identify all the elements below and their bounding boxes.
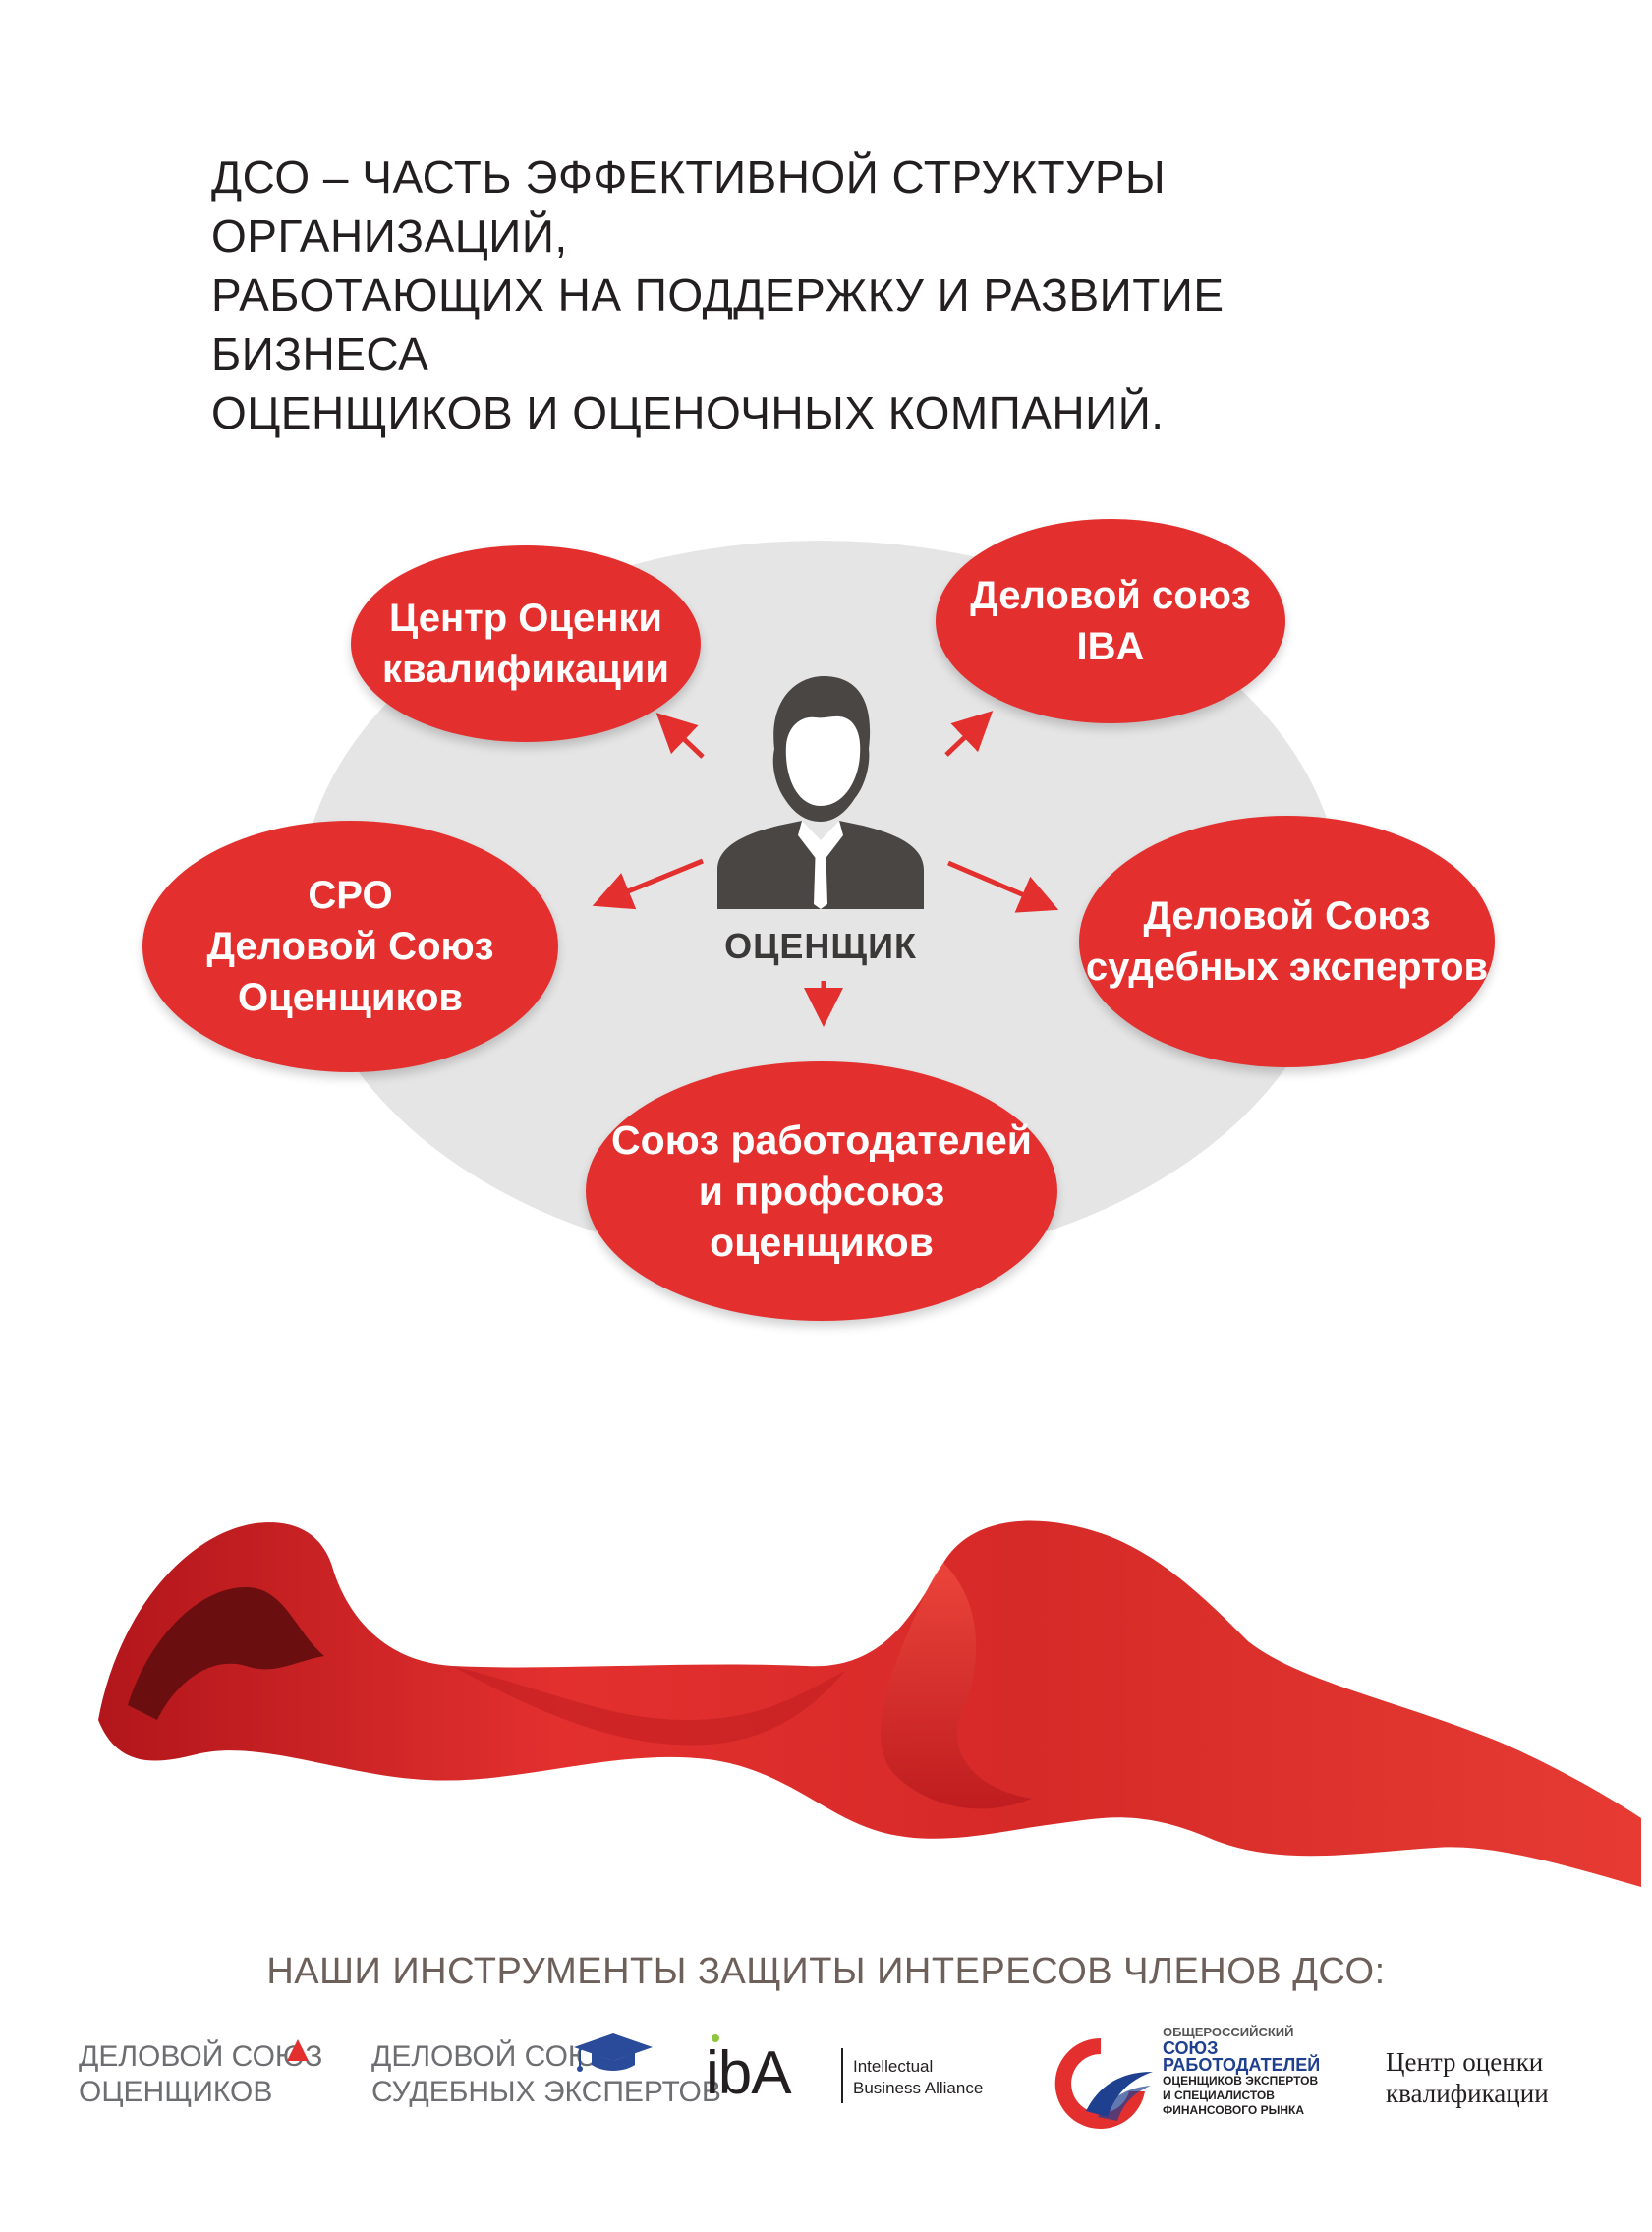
arrow-to-left [592, 858, 704, 910]
bubble-line: Деловой Союз [1143, 894, 1431, 938]
union-text: ОБЩЕРОССИЙСКИЙ СОЮЗ РАБОТОДАТЕЛЕЙ ОЦЕНЩИ… [1163, 2025, 1320, 2118]
graduation-cap-icon [574, 2033, 653, 2072]
footer-title: НАШИ ИНСТРУМЕНТЫ ЗАЩИТЫ ИНТЕРЕСОВ ЧЛЕНОВ… [266, 1951, 1386, 1992]
logo-line: Business Alliance [853, 2079, 984, 2097]
logo-line: ОЦЕНЩИКОВ [79, 2076, 273, 2108]
logo-line: ОБЩЕРОССИЙСКИЙ [1163, 2025, 1294, 2039]
arrows [592, 711, 1059, 1027]
union-emblem-icon [1054, 2037, 1153, 2129]
page-headline: ДСО – ЧАСТЬ ЭФФЕКТИВНОЙ СТРУКТУРЫ ОРГАНИ… [211, 147, 1391, 442]
arrow-to-top-left [655, 713, 705, 759]
bubble-line: квалификации [382, 648, 669, 691]
headline-line: ОЦЕНЩИКОВ И ОЦЕНОЧНЫХ КОМПАНИЙ. [211, 387, 1165, 438]
iba-dot-icon [712, 2034, 719, 2042]
bubble-line: судебных экспертов [1085, 945, 1489, 989]
iba-text: Intellectual Business Alliance [853, 2056, 983, 2099]
bubble-line: Оценщиков [238, 976, 463, 1019]
logo-business-union-appraisers: ДЕЛОВОЙ СОЮЗ ОЦЕНЩИКОВ [79, 2039, 322, 2110]
headline-line: ДСО – ЧАСТЬ ЭФФЕКТИВНОЙ СТРУКТУРЫ ОРГАНИ… [211, 151, 1167, 261]
logo-qualification-center: Центр оценки квалификации [1386, 2046, 1549, 2109]
bubble-qualification-center: Центр Оценки квалификации [351, 545, 701, 742]
iba-mark: ibA [706, 2039, 792, 2107]
bubble-line: и профсоюз оценщиков [698, 1169, 945, 1265]
bubble-line: СРО [308, 874, 393, 917]
bubble-line: Союз работодателей [611, 1117, 1032, 1163]
headline-line: РАБОТАЮЩИХ НА ПОДДЕРЖКУ И РАЗВИТИЕ БИЗНЕ… [211, 269, 1225, 379]
organization-diagram: Центр Оценки квалификации Деловой союз I… [0, 491, 1652, 1376]
logo-iba: ibA Intellectual Business Alliance [706, 2032, 1000, 2121]
bubble-line: IBA [1076, 625, 1145, 668]
logo-line: СОЮЗ [1163, 2038, 1219, 2058]
logo-line: ОЦЕНЩИКОВ ЭКСПЕРТОВ [1163, 2074, 1319, 2088]
bubble-employers-union: Союз работодателей и профсоюз оценщиков [586, 1061, 1057, 1321]
bubble-line: Деловой союз [970, 574, 1251, 617]
triangle-icon [287, 2039, 309, 2061]
logo-employers-union: ОБЩЕРОССИЙСКИЙ СОЮЗ РАБОТОДАТЕЛЕЙ ОЦЕНЩИ… [1047, 2025, 1341, 2133]
bubble-iba-union: Деловой союз IBA [936, 519, 1285, 723]
logo-line: СУДЕБНЫХ ЭКСПЕРТОВ [371, 2076, 721, 2108]
arrow-to-top-right [944, 711, 994, 757]
logo-line: квалификации [1386, 2079, 1549, 2108]
logo-line: И СПЕЦИАЛИСТОВ [1163, 2089, 1275, 2102]
logo-line: ДЕЛОВОЙ СОЮЗ [79, 2040, 323, 2073]
logo-line: ДЕЛОВОЙ СОЮЗ [371, 2040, 616, 2073]
bubble-forensic-experts: Деловой Союз судебных экспертов [1079, 816, 1495, 1067]
logo-line: Центр оценки [1386, 2047, 1544, 2077]
bubble-line: Центр Оценки [389, 597, 662, 640]
bubble-line: Деловой Союз [206, 925, 494, 968]
iba-divider [841, 2048, 843, 2103]
arrow-to-right [947, 860, 1059, 913]
logo-business-union-forensic: ДЕЛОВОЙ СОЮЗ СУДЕБНЫХ ЭКСПЕРТОВ [371, 2033, 721, 2110]
red-fabric-ribbon [98, 1520, 1641, 1887]
center-label: ОЦЕНЩИК [724, 926, 917, 966]
bubble-sro-appraisers: СРО Деловой Союз Оценщиков [142, 821, 558, 1072]
logo-line: РАБОТОДАТЕЛЕЙ [1163, 2055, 1321, 2075]
person-icon [717, 676, 924, 909]
logo-line: ФИНАНСОВОГО РЫНКА [1163, 2103, 1304, 2117]
logo-line: Intellectual [853, 2057, 934, 2076]
